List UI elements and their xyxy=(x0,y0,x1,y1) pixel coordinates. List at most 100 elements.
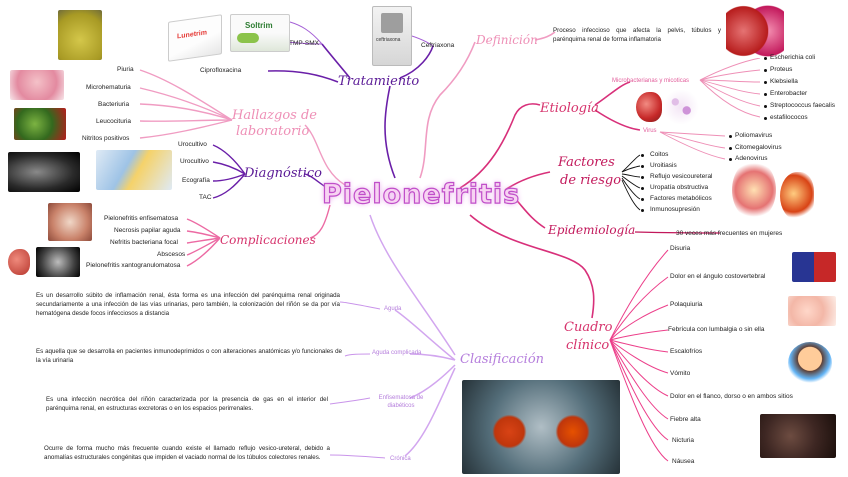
treatment-item-tmp-smx: TMP-SMX xyxy=(289,40,319,47)
central-title: Pielonefritis xyxy=(321,178,521,210)
classification-type-cronica: Crónica xyxy=(390,456,411,462)
risk-factor-item: Factores metabólicos xyxy=(650,195,712,202)
shivering-person-image xyxy=(788,342,832,384)
branch-complicaciones: Complicaciones xyxy=(220,233,316,247)
bullet xyxy=(764,117,767,120)
bullet xyxy=(764,105,767,108)
branch-cuadro-line1: Cuadro xyxy=(564,320,613,335)
branch-hallazgos-line2: laboratorio xyxy=(236,124,310,139)
diag-item: TAC xyxy=(199,194,212,201)
diag-item: Urocultivo xyxy=(180,158,209,165)
risk-factor-item: Uroitiasis xyxy=(650,162,677,169)
symptom-item: Dolor en el ángulo costovertebral xyxy=(670,273,766,280)
bullet xyxy=(764,93,767,96)
epidemiology-text: 30 veces más frecuentes en mujeres xyxy=(676,230,783,237)
branch-definicion: Definición xyxy=(476,33,538,47)
symptom-item: Escalofríos xyxy=(670,348,703,355)
branch-factores-line2: de riesgo xyxy=(560,173,622,188)
virus-item: Poliomavirus xyxy=(735,132,773,139)
bullet xyxy=(764,69,767,72)
complication-item: Abscesos xyxy=(157,251,186,258)
classification-text-enfisematosa: Es una infección necrótica del riñón car… xyxy=(46,396,328,412)
bullet xyxy=(641,209,644,212)
bacteria-item: Enterobacter xyxy=(770,90,808,97)
classification-text-aguda: Es un desarrollo súbito de inflamación r… xyxy=(36,292,340,317)
kidney-icon-image xyxy=(8,249,30,275)
ceftriaxona-box-label: ceftriaxona xyxy=(376,37,401,43)
classification-text-cronica: Ocurre de forma mucho más frecuente cuan… xyxy=(44,445,330,461)
bacteria-item: estafilococos xyxy=(770,114,808,121)
bullet xyxy=(641,187,644,190)
kidney-cut-image xyxy=(48,203,92,241)
branch-hallazgos-line1: Hallazgos de xyxy=(232,108,317,123)
bullet xyxy=(641,198,644,201)
classification-text-aguda-complicada: Es aquella que se desarrolla en paciente… xyxy=(36,348,342,364)
complication-item: Pielonefritis xantogranulomatosa xyxy=(86,262,181,269)
urine-culture-image xyxy=(96,150,172,190)
urine-sample-image xyxy=(58,10,102,60)
risk-factor-item: Inmunosupresión xyxy=(650,206,700,213)
classification-type-enfisematosa: Enfisematosa de diabéticos xyxy=(378,395,424,409)
bacteria-item: Streptococcus faecalis xyxy=(770,102,836,109)
treatment-item-ceftriaxona: Ceftriaxona xyxy=(421,42,455,49)
symptom-item: Nicturia xyxy=(672,437,695,444)
urinary-tract-image xyxy=(10,70,64,100)
branch-factores-line1: Factores xyxy=(558,155,615,170)
virus-item: Citomegalovirus xyxy=(735,144,782,151)
virus-particles-image xyxy=(662,90,700,124)
ultrasound-image xyxy=(8,152,80,192)
bullet xyxy=(729,147,732,150)
bacteria-subbranch: Microbacterianas y micoticas xyxy=(612,78,690,84)
branch-cuadro-line2: clínico xyxy=(566,338,610,353)
lab-item: Nitritos positivos xyxy=(82,135,130,142)
symptom-item: Fiebre alta xyxy=(670,416,701,423)
dark-hallway-image xyxy=(760,414,836,458)
lab-item: Piuria xyxy=(117,66,134,73)
risk-factor-item: Uropatía obstructiva xyxy=(650,184,709,191)
bullet xyxy=(641,176,644,179)
child-pain-image xyxy=(788,296,836,326)
lab-item: Leucocituria xyxy=(96,118,132,125)
branch-clasificacion: Clasificación xyxy=(460,352,545,367)
soltrim-logo xyxy=(237,33,259,43)
lunetrim-box-image: Lunetrim xyxy=(168,14,222,62)
complication-item: Pielonefritis enfisematosa xyxy=(104,215,179,222)
soltrim-label: Soltrim xyxy=(245,21,273,30)
bullet xyxy=(641,165,644,168)
restroom-sign-image xyxy=(792,252,836,282)
symptom-item: Polaquiuria xyxy=(670,301,703,308)
bullet xyxy=(641,154,644,157)
branch-diagnostico: Diagnóstico xyxy=(244,166,323,181)
classification-type-aguda: Aguda xyxy=(384,306,402,312)
lab-item: Bacteriuria xyxy=(98,101,130,108)
branch-etiologia: Etiología xyxy=(540,101,599,116)
soltrim-box-image: Soltrim xyxy=(230,14,290,52)
bacteria-image xyxy=(14,108,66,140)
kidney-infection-image xyxy=(636,92,662,122)
bladder-image xyxy=(732,160,776,220)
classification-type-aguda-complicada: Aguda complicada xyxy=(372,350,422,356)
bullet xyxy=(729,158,732,161)
kidney-anatomy-image xyxy=(726,4,784,58)
complication-item: Necrosis papilar aguda xyxy=(114,227,181,234)
risk-factor-item: Coitos xyxy=(650,151,669,158)
virus-subbranch: Virus xyxy=(643,128,657,134)
bullet xyxy=(764,57,767,60)
symptom-item: Febrícula con lumbalgia o sin ella xyxy=(668,326,765,333)
symptom-item: Disuria xyxy=(670,245,691,252)
diag-item: Ecografía xyxy=(182,177,210,184)
symptom-item: Náusea xyxy=(672,458,695,465)
bacteria-item: Escherichia coli xyxy=(770,54,816,61)
symptom-item: Dolor en el flanco, dorso o en ambos sit… xyxy=(670,393,793,400)
bacteria-item: Klebsiella xyxy=(770,78,798,85)
risk-factor-item: Reflujo vesicoureteral xyxy=(650,173,713,180)
definition-text: Proceso infeccioso que afecta la pelvis,… xyxy=(553,27,721,43)
vial-image xyxy=(381,13,403,33)
kidney-infection-illustration xyxy=(462,380,620,474)
branch-epidemiologia: Epidemiología xyxy=(548,223,636,237)
kidney-image xyxy=(780,172,814,220)
ceftriaxona-box-image: ceftriaxona xyxy=(372,6,412,66)
symptom-item: Vómito xyxy=(670,370,691,377)
treatment-item-ciprofloxacina: Ciprofloxacina xyxy=(200,67,242,74)
